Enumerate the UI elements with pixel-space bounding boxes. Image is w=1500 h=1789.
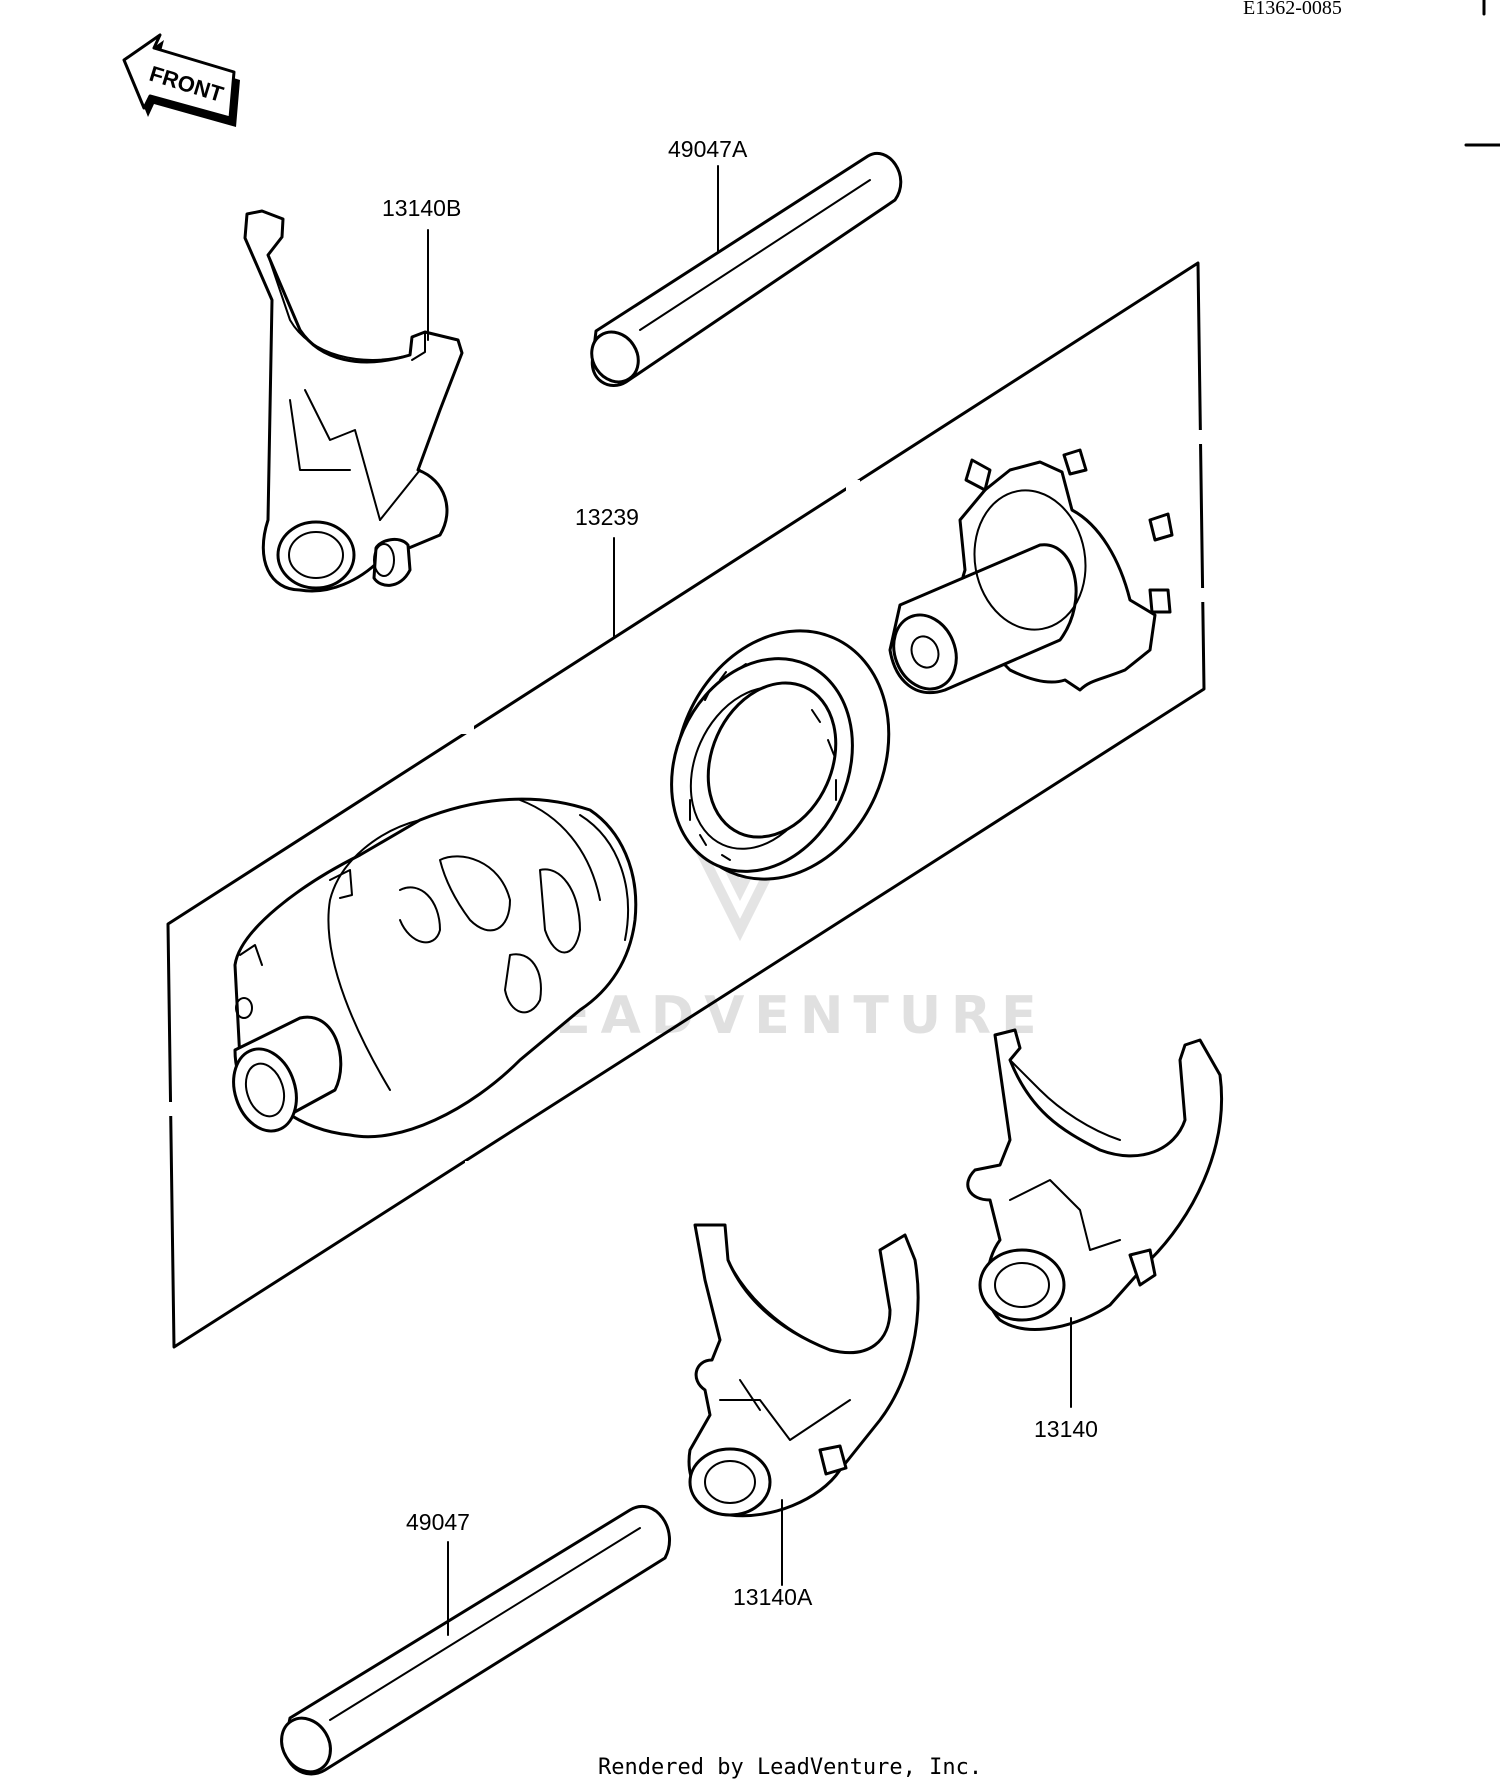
shift-fork-13140	[966, 1028, 1223, 1331]
part-label-13140b: 13140B	[382, 195, 461, 221]
shift-fork-13140a	[687, 1223, 920, 1518]
shift-drum-cam	[888, 448, 1174, 695]
shaft-49047	[280, 1504, 671, 1776]
part-label-13140: 13140	[1034, 1416, 1098, 1442]
leader-lines	[427, 165, 1072, 1636]
shift-drum	[232, 797, 638, 1139]
shift-fork-13140b	[243, 209, 464, 593]
part-label-13140a: 13140A	[733, 1584, 813, 1610]
front-arrow-icon: FRONT	[122, 33, 240, 127]
shaft-49047a	[590, 152, 903, 388]
reference-code: E1362-0085	[1243, 0, 1342, 19]
render-credit: Rendered by LeadVenture, Inc.	[598, 1755, 982, 1780]
part-label-49047: 49047	[406, 1509, 470, 1535]
assembly-panel	[166, 261, 1208, 1349]
bearing	[670, 629, 891, 881]
part-label-13239: 13239	[575, 504, 639, 530]
part-label-49047a: 49047A	[668, 136, 748, 162]
